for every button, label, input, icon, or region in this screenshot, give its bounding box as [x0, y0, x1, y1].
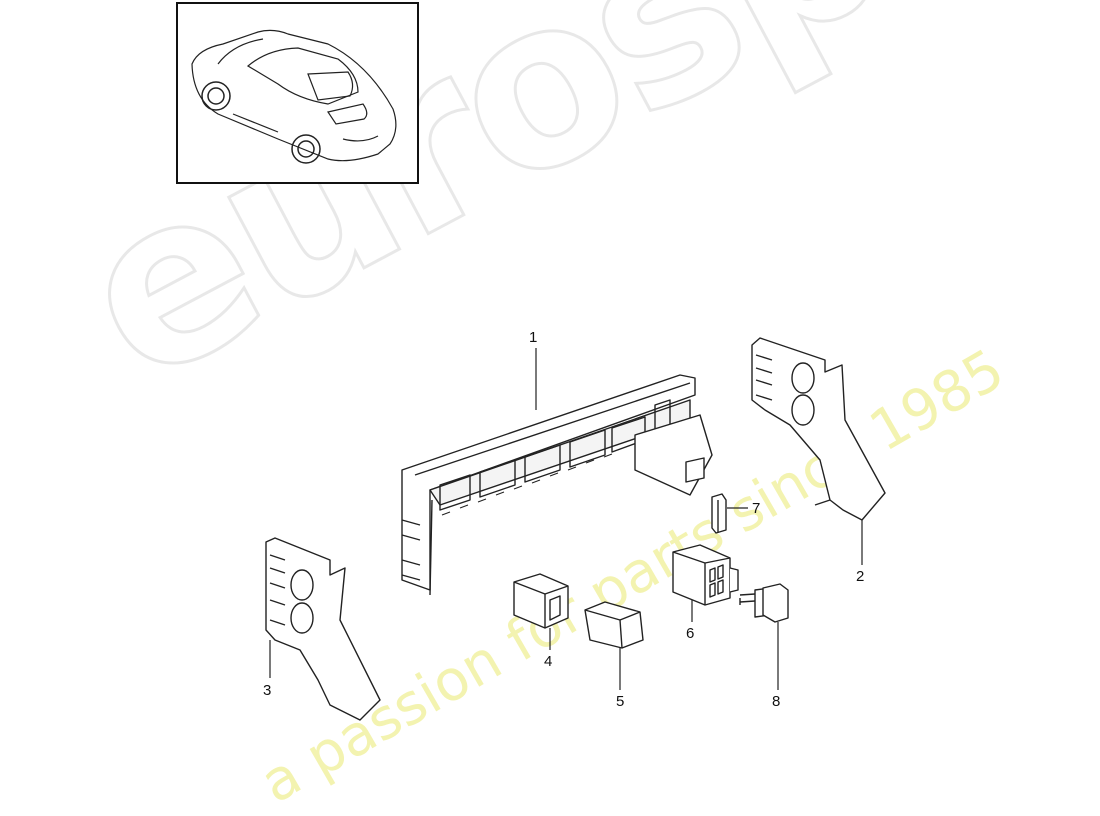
- car-outline-icon: [191, 29, 397, 164]
- part-1-relay-carrier: [401, 374, 713, 596]
- part-2-bracket-right: [751, 337, 886, 521]
- part-6-connector: [672, 544, 739, 606]
- part-label-5: 5: [616, 693, 625, 710]
- car-thumbnail: [176, 2, 419, 184]
- part-label-4: 4: [544, 653, 553, 670]
- part-label-7: 7: [752, 500, 761, 517]
- part-5-relay: [584, 601, 644, 649]
- leader-lines: [269, 348, 863, 690]
- part-label-1: 1: [529, 329, 538, 346]
- part-7-fuse: [711, 493, 727, 534]
- part-label-3: 3: [263, 682, 272, 699]
- part-label-2: 2: [856, 568, 865, 585]
- part-label-8: 8: [772, 693, 781, 710]
- part-8-plug: [739, 583, 789, 623]
- part-label-6: 6: [686, 625, 695, 642]
- part-3-bracket-left: [265, 537, 381, 721]
- part-4-relay-socket: [513, 573, 569, 629]
